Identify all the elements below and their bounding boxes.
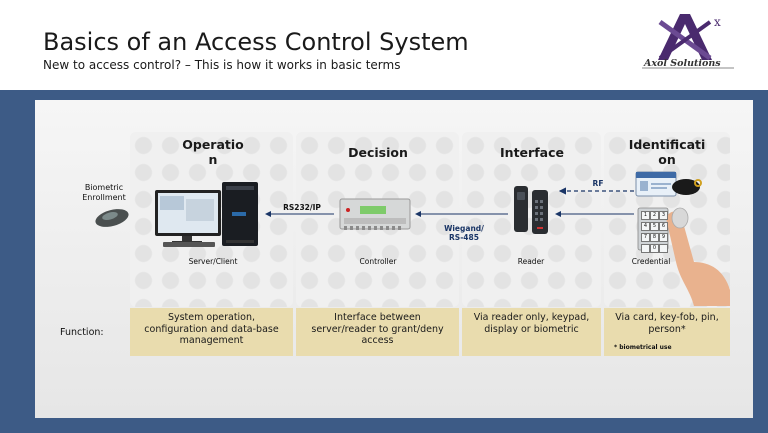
axol-logo: x: [642, 14, 734, 69]
column-title-interface: Interface: [500, 145, 564, 160]
rs232-label: RS232/IP: [283, 203, 321, 212]
biometric-note: * biometrical use: [614, 344, 672, 351]
server-tower-icon: [222, 182, 258, 246]
keypad-key: [659, 244, 668, 253]
keypad-key: 7: [641, 233, 650, 242]
column-title-identification: Identificati on: [628, 137, 706, 167]
page-title: Basics of an Access Control System: [43, 28, 469, 56]
column-title-operation: Operatio n: [182, 137, 244, 167]
function-operation: System operation, configuration and data…: [130, 308, 293, 356]
page-subtitle: New to access control? – This is how it …: [43, 58, 401, 72]
column-interface: [462, 132, 601, 307]
keypad-key: 8: [650, 233, 659, 242]
logo-text: Axol Solutions: [644, 58, 721, 69]
card-icon: [635, 171, 677, 197]
keypad-key: 1: [641, 211, 650, 220]
biometric-scanner-icon: [95, 209, 129, 227]
function-interface: Via reader only, keypad, display or biom…: [462, 308, 601, 356]
logo-sup: x: [714, 15, 721, 29]
function-label: Function:: [60, 327, 104, 338]
rf-label: RF: [592, 179, 604, 188]
column-title-decision: Decision: [348, 145, 408, 160]
keypad-key: 2: [650, 211, 659, 220]
keypad-key: 4: [641, 222, 650, 231]
keypad-key: 9: [659, 233, 668, 242]
reader-icon: [514, 186, 548, 234]
finger-icon: [666, 207, 730, 306]
keypad-key: 0: [650, 244, 659, 253]
device-label-reader: Reader: [517, 257, 545, 266]
monitor-icon: [155, 190, 221, 247]
biometric-label: Biometric Enrollment: [82, 183, 126, 202]
device-label-controller: Controller: [359, 257, 397, 266]
controller-icon: [339, 198, 411, 230]
wiegand-label: Wiegand/ RS-485: [444, 224, 484, 242]
keypad-key: 3: [659, 211, 668, 220]
function-decision: Interface between server/reader to grant…: [296, 308, 459, 356]
device-label-server: Server/Client: [188, 257, 238, 266]
key-fob-icon: [672, 179, 702, 195]
device-label-credential: Credential: [631, 257, 671, 266]
keypad-key: 6: [659, 222, 668, 231]
function-identification: Via card, key-fob, pin, person*: [604, 308, 730, 356]
keypad-key: 5: [650, 222, 659, 231]
keypad-key: [641, 244, 650, 253]
